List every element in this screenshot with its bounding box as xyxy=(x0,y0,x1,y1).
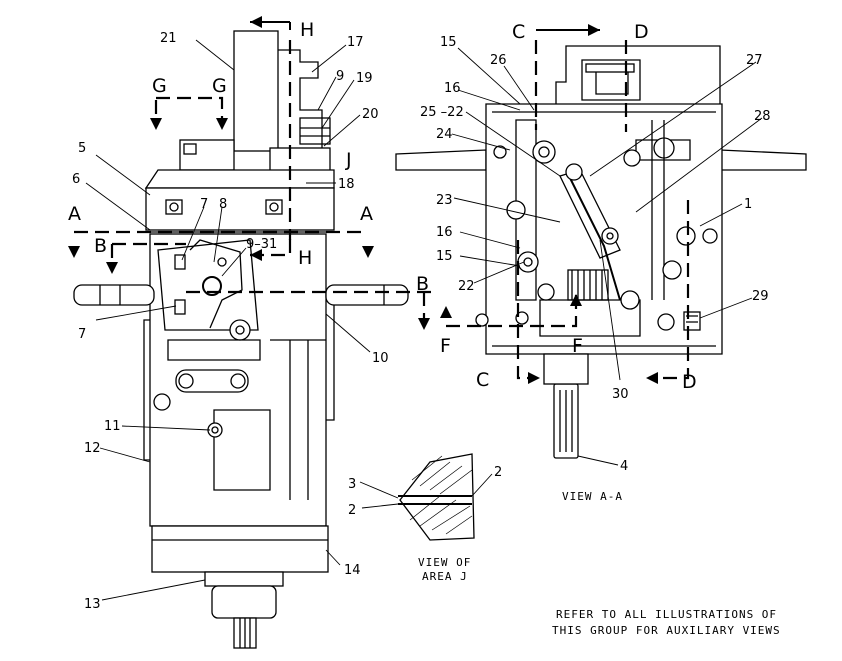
callout-2-left: 2 xyxy=(348,503,356,518)
section-b-left: B xyxy=(94,235,107,257)
callout-9: 9 xyxy=(336,69,344,84)
caption-refer-line2: THIS GROUP FOR AUXILIARY VIEWS xyxy=(552,624,781,637)
callout-3: 3 xyxy=(348,477,356,492)
callout-13: 13 xyxy=(84,597,101,612)
callout-11: 11 xyxy=(104,419,121,434)
callout-1: 1 xyxy=(744,197,752,212)
callout-4: 4 xyxy=(620,459,628,474)
left-section-lines xyxy=(68,16,434,330)
section-d-bottom: D xyxy=(682,371,697,393)
section-c-top: C xyxy=(512,21,525,43)
captions: VIEW A-A VIEW OF AREA J REFER TO ALL ILL… xyxy=(418,490,781,637)
callout-29: 29 xyxy=(752,289,769,304)
right-section-lines xyxy=(440,24,690,384)
section-h-mid: H xyxy=(298,247,312,269)
caption-refer-line1: REFER TO ALL ILLUSTRATIONS OF xyxy=(556,608,777,621)
caption-view-aa: VIEW A-A xyxy=(562,490,623,503)
section-b-right: B xyxy=(416,273,429,295)
callout-15-top: 15 xyxy=(440,35,457,50)
callout-16-mid: 16 xyxy=(436,225,453,240)
left-pump-view xyxy=(73,30,409,649)
section-j: J xyxy=(345,149,352,171)
callout-5: 5 xyxy=(78,141,86,156)
callout-23: 23 xyxy=(436,193,453,208)
callout-27: 27 xyxy=(746,53,763,68)
callout-17: 17 xyxy=(347,35,364,50)
section-h-top: H xyxy=(300,19,314,41)
callout-14: 14 xyxy=(344,563,361,578)
callout-21: 21 xyxy=(160,31,177,46)
leader-lines xyxy=(85,39,763,601)
callout-7-bottom: 7 xyxy=(78,327,86,342)
callout-2-right: 2 xyxy=(494,465,502,480)
callout-6: 6 xyxy=(72,172,80,187)
callout-9-31: 9–31 xyxy=(246,237,277,252)
callout-16-top: 16 xyxy=(444,81,461,96)
section-a-right: A xyxy=(360,203,373,225)
callout-30: 30 xyxy=(612,387,629,402)
callout-18: 18 xyxy=(338,177,355,192)
section-f-left: F xyxy=(440,335,451,357)
callout-22: 22 xyxy=(458,279,475,294)
callout-labels: 21 17 9 19 20 5 6 18 7 8 9–31 7 10 11 12… xyxy=(72,31,771,612)
callout-10: 10 xyxy=(372,351,389,366)
callout-24: 24 xyxy=(436,127,453,142)
section-a-left: A xyxy=(68,203,81,225)
callout-28: 28 xyxy=(754,109,771,124)
callout-19: 19 xyxy=(356,71,373,86)
callout-25-22: 25 –22 xyxy=(420,105,464,120)
caption-area-j: AREA J xyxy=(422,570,468,583)
callout-26: 26 xyxy=(490,53,507,68)
section-f-mid: F xyxy=(572,335,583,357)
section-d-top: D xyxy=(634,21,649,43)
callout-7-top: 7 xyxy=(200,197,208,212)
callout-20: 20 xyxy=(362,107,379,122)
caption-view-of: VIEW OF xyxy=(418,556,471,569)
callout-12: 12 xyxy=(84,441,101,456)
section-g-right: G xyxy=(212,75,227,97)
section-g-left: G xyxy=(152,75,167,97)
right-view-aa xyxy=(395,45,807,459)
section-c-bottom: C xyxy=(476,369,489,391)
callout-8: 8 xyxy=(219,197,227,212)
section-letters: H G G J A A B H B C D F F C D xyxy=(68,19,697,393)
callout-15-mid: 15 xyxy=(436,249,453,264)
area-j-detail xyxy=(398,453,475,541)
